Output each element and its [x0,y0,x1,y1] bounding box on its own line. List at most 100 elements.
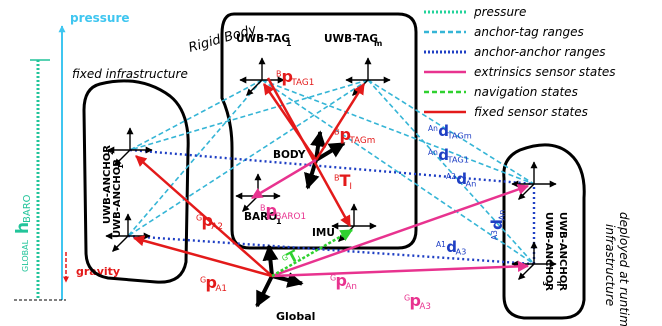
math-sub: A2 [211,222,223,232]
math-main: p [265,201,276,220]
label-anchorn: UWB-ANCHOR n [555,212,568,291]
label-baro1: BARO 1 [244,211,282,226]
vec-p-a3 [271,260,530,278]
legend-item: anchor-tag ranges [424,25,584,39]
frame-global [255,244,304,308]
runtime-infra-label: infrastructure deployed at runtime [603,212,631,326]
frame-axis [255,275,274,308]
fixed-infra-label: fixed infrastructure [72,67,188,81]
gravity-label: gravity [76,265,120,278]
legend-item: pressure [424,5,526,19]
range-lines [127,79,536,266]
legend-label: fixed sensor states [474,105,588,119]
frame-axis [114,149,131,166]
hbaro-pre: GLOBAL [21,239,30,272]
runtime-infra-line1: infrastructure [603,224,617,306]
label-anchor1-sub: 1 [117,164,125,169]
legend-item: anchor-anchor ranges [424,45,606,59]
frame-axis [112,235,129,252]
legend-item: fixed sensor states [424,105,588,119]
math-main: d [438,146,449,164]
label-baro1-sub: 1 [276,217,282,226]
math-pre: A3 [490,230,499,240]
math-main: d [456,170,467,188]
label-anchorn-sub: n [555,281,563,286]
math-pre: B [276,69,282,78]
label-anchor3-main: UWB-ANCHOR [543,212,554,291]
label-anchorn-main: UWB-ANCHOR [557,212,568,291]
frame-axis [246,79,263,96]
legend-label: anchor-anchor ranges [474,45,606,59]
hbaro-sub: BARO [22,194,33,223]
vec-t-i [266,77,352,227]
pressure-label: pressure [70,11,130,25]
legend-label: anchor-tag ranges [474,25,584,39]
math-pre: B [334,173,340,182]
math-sub: A3 [419,302,431,312]
math-main: d [488,219,506,230]
range-tagm-anchorn [367,79,535,185]
math-main: p [281,67,292,86]
math-pre: B [260,203,266,212]
vec-p-a2 [135,155,273,277]
frame-axis [310,130,326,161]
math-pre: G [196,213,202,222]
label-anchor2-main: UWB-ANCHOR [102,145,113,224]
label-anchor3: UWB-ANCHOR 3 [541,212,554,291]
label-uwb-tagm: UWB-TAG m [324,33,382,48]
frame-uwb-tag1 [239,57,285,96]
fixed-infra-outline [82,79,190,284]
frame-axis [262,244,279,277]
legend: pressure anchor-tag ranges anchor-anchor r… [424,5,616,119]
label-uwb-tagm-sub: m [374,39,382,48]
frame-axis [242,195,259,212]
range-tag1-anchor3 [261,79,535,265]
range-tag1-anchor2 [129,79,263,151]
runtime-infra-line2: deployed at runtime [617,212,631,326]
math-sub: BARO1 [275,212,306,222]
label-anchor2-sub: 2 [107,150,115,155]
math-pre: An [428,124,438,133]
range-anchor1-anchor3 [127,234,535,266]
vec-p-an [271,184,530,278]
vec-p-tagm [314,83,366,161]
label-global: Global [276,310,315,323]
math-pre: G [404,293,410,302]
math-sub: An [497,210,507,221]
legend-item: navigation states [424,85,578,99]
label-uwb-tag1: UWB-TAG 1 [236,33,292,48]
math-main: d [446,238,457,256]
math-main: p [409,291,420,310]
math-sub: An [466,179,477,189]
runtime-infra-outline [502,143,586,320]
legend-label: navigation states [474,85,578,99]
frame-imu [331,203,377,242]
math-sub: I [296,253,303,263]
label-uwb-tagm-main: UWB-TAG [324,33,378,45]
math-sub: An [345,282,357,292]
math-sub: A1 [215,284,227,294]
hbaro-label: GLOBAL h BARO [13,194,33,272]
range-tag1-anchor1 [127,79,263,237]
vec-p-baro1 [251,158,317,200]
math-sub: TAG1 [447,155,470,165]
frame-anchor2 [107,127,153,166]
frame-axis [314,141,346,162]
vec-global-t [271,228,354,278]
frame-axis [271,272,304,288]
math-sub: A3 [456,247,467,257]
range-tag1-anchorn [261,79,535,185]
label-imu: IMU [312,227,335,239]
label-anchor1-main: UWB-ANCHOR [112,159,123,238]
